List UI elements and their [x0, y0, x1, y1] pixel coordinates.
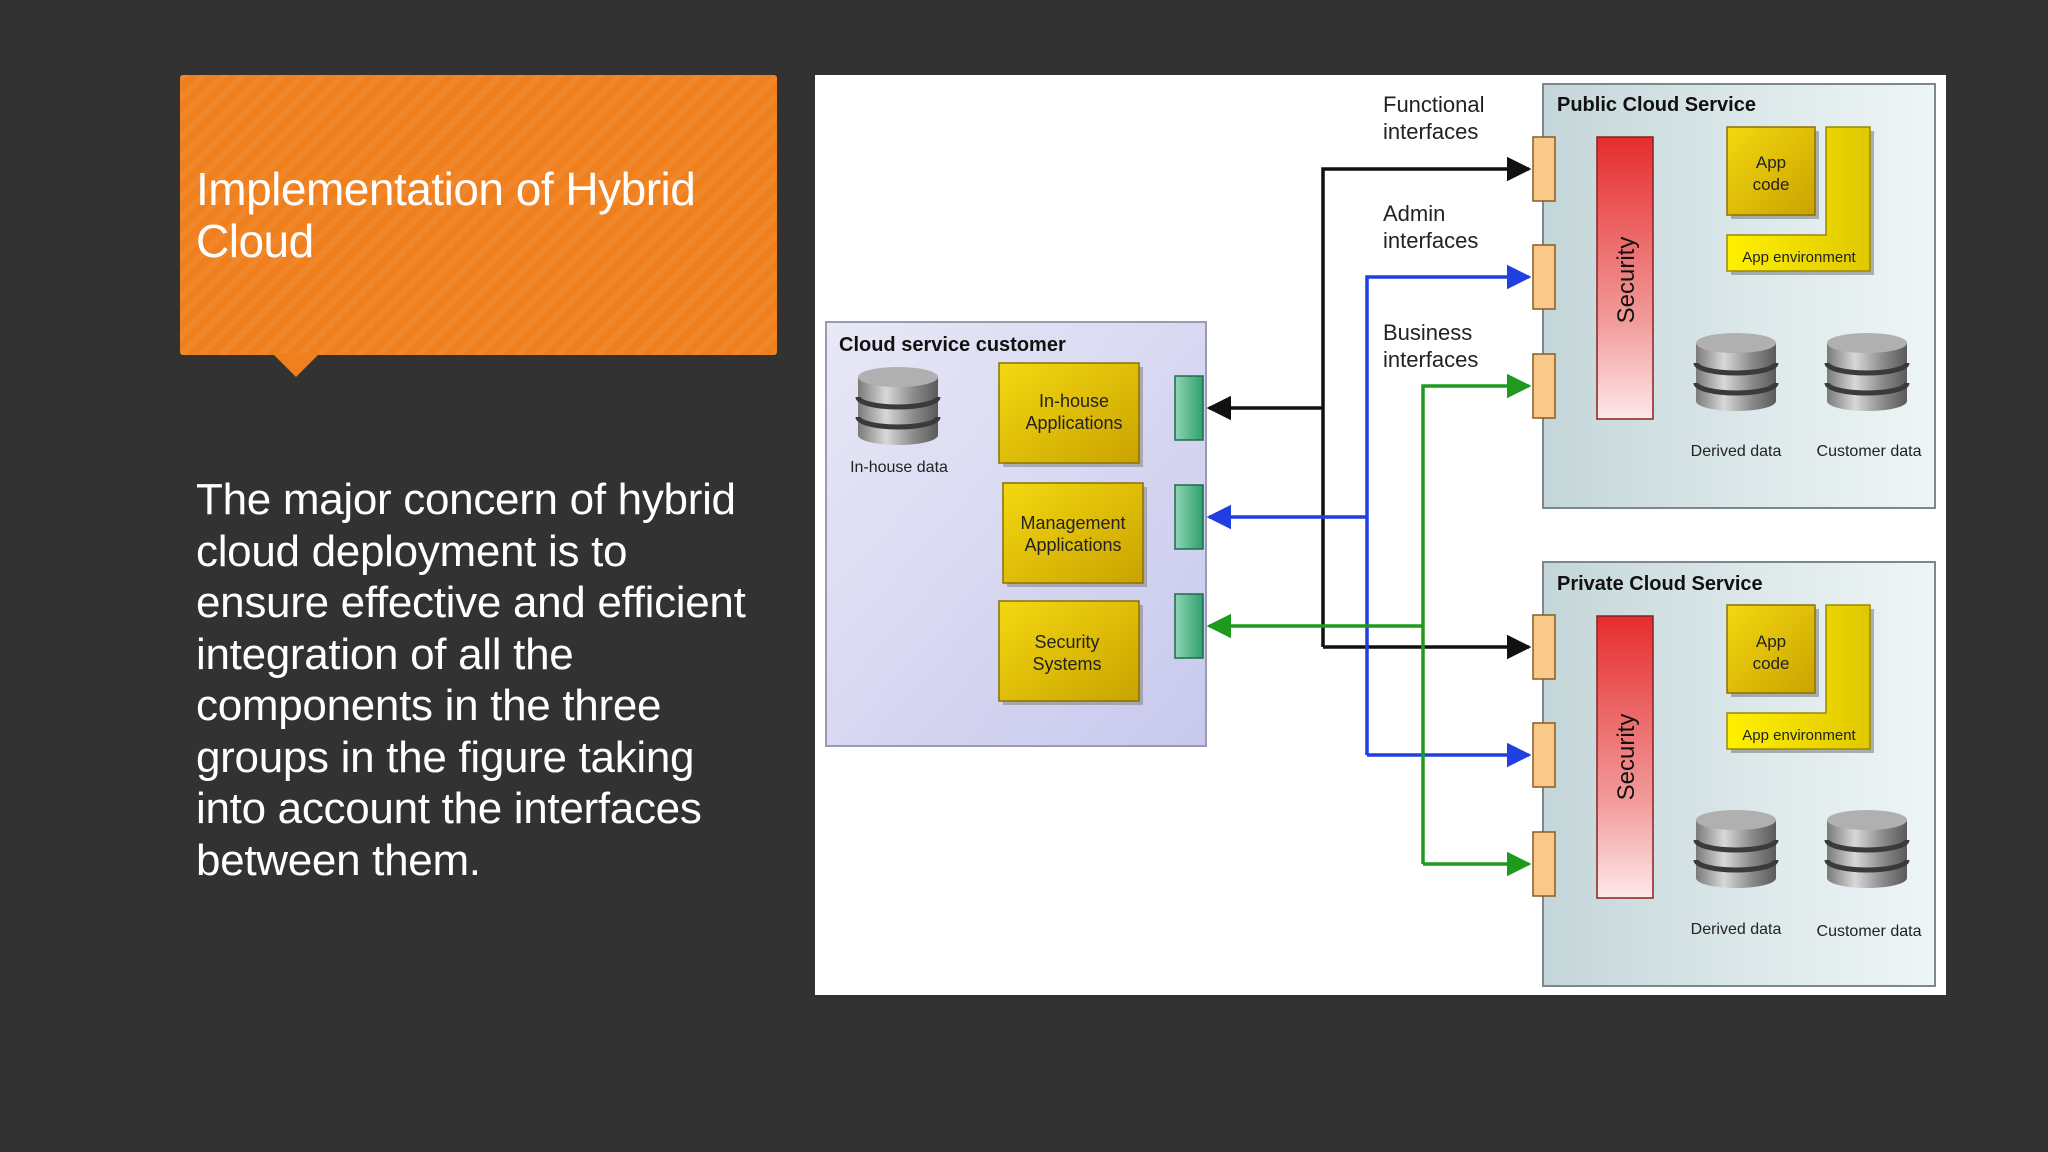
public-derived-data-label: Derived data	[1691, 443, 1782, 460]
public-derived-data-icon	[1696, 333, 1776, 411]
public-connector-business	[1532, 353, 1556, 419]
public-connector-admin	[1532, 244, 1556, 310]
private-connector-functional	[1532, 614, 1556, 680]
functional-arrow-to-public	[1321, 156, 1532, 647]
private-app-code-box	[1726, 604, 1816, 694]
slide-body-text: The major concern of hybrid cloud deploy…	[196, 475, 746, 885]
private-connector-business	[1532, 831, 1556, 897]
admin-interfaces-label-2: interfaces	[1383, 228, 1478, 253]
private-connector-admin	[1532, 722, 1556, 788]
mgmt-apps-box	[1002, 482, 1144, 584]
functional-interfaces-label-1: Functional	[1383, 92, 1485, 117]
inhouse-apps-label-2: Applications	[1025, 413, 1122, 433]
banner-pointer	[272, 353, 320, 377]
private-app-code-label-1: App	[1756, 632, 1786, 651]
admin-interface-arrows	[1206, 264, 1532, 768]
customer-group: Cloud service customer In-house data In-…	[825, 321, 1207, 747]
inhouse-apps-box	[998, 362, 1140, 464]
mgmt-apps-label-1: Management	[1020, 513, 1125, 533]
private-cloud-title: Private Cloud Service	[1557, 573, 1763, 595]
public-security-label: Security	[1613, 237, 1640, 324]
public-cloud-group: Public Cloud Service Security App enviro…	[1532, 83, 1936, 509]
slide-title: Implementation of Hybrid Cloud	[196, 163, 696, 267]
inhouse-data-icon	[858, 367, 938, 445]
public-app-code-label-1: App	[1756, 153, 1786, 172]
security-systems-label-2: Systems	[1032, 654, 1101, 674]
customer-connector-functional	[1174, 375, 1204, 441]
private-app-code-label-2: code	[1753, 654, 1790, 673]
business-arrow-to-public	[1421, 373, 1532, 864]
mgmt-apps-label-2: Applications	[1024, 535, 1121, 555]
public-connector-functional	[1532, 136, 1556, 202]
inhouse-apps-label-1: In-house	[1039, 391, 1109, 411]
security-systems-label-1: Security	[1034, 632, 1099, 652]
public-cloud-title: Public Cloud Service	[1557, 94, 1756, 116]
public-app-env-shape	[1726, 126, 1871, 272]
customer-title: Cloud service customer	[839, 334, 1066, 356]
private-customer-data-label: Customer data	[1817, 923, 1922, 940]
security-systems-box	[998, 600, 1140, 702]
public-app-env-label: App environment	[1742, 249, 1856, 266]
business-interface-arrows	[1206, 373, 1532, 877]
public-app-code-box	[1726, 126, 1816, 216]
private-app-env-label: App environment	[1742, 727, 1856, 744]
business-interfaces-label-1: Business	[1383, 320, 1472, 345]
admin-interfaces-label-1: Admin	[1383, 201, 1445, 226]
admin-arrow-to-public	[1365, 264, 1532, 755]
private-security-bar	[1596, 615, 1654, 899]
customer-connector-admin	[1174, 484, 1204, 550]
public-customer-data-icon	[1827, 333, 1907, 411]
public-security-bar	[1596, 136, 1654, 420]
private-security-label: Security	[1613, 714, 1640, 801]
public-app-code-label-2: code	[1753, 175, 1790, 194]
private-derived-data-icon	[1696, 810, 1776, 888]
private-derived-data-label: Derived data	[1691, 921, 1782, 938]
functional-interface-arrows	[1206, 156, 1532, 660]
private-cloud-group: Private Cloud Service Security App envir…	[1532, 561, 1936, 987]
private-app-env-shape	[1726, 604, 1871, 750]
business-interfaces-label-2: interfaces	[1383, 347, 1478, 372]
interface-labels: Functional interfaces Admin interfaces B…	[1383, 92, 1485, 372]
public-customer-data-label: Customer data	[1817, 443, 1922, 460]
customer-connector-business	[1174, 593, 1204, 659]
functional-interfaces-label-2: interfaces	[1383, 119, 1478, 144]
inhouse-data-label: In-house data	[850, 459, 948, 476]
private-customer-data-icon	[1827, 810, 1907, 888]
diagram-canvas: Cloud service customer In-house data In-…	[825, 83, 1936, 987]
hybrid-cloud-diagram: Cloud service customer In-house data In-…	[815, 75, 1946, 995]
title-banner: Implementation of Hybrid Cloud	[180, 75, 777, 377]
